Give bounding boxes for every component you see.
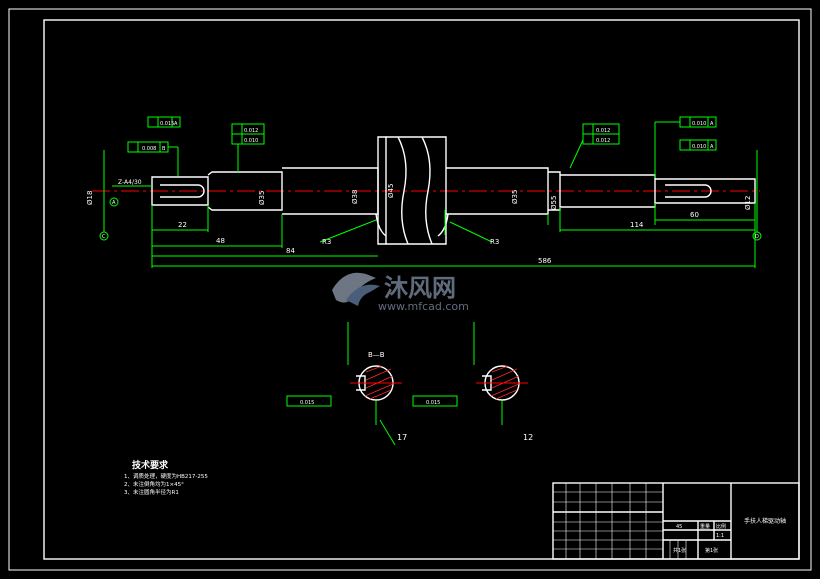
dim-114: 114 <box>630 221 644 229</box>
svg-text:0.010: 0.010 <box>244 138 258 144</box>
notes-line-3: 3、未注圆角半径为R1 <box>124 488 179 496</box>
gdt-frame-4: 0.012 0.012 <box>569 123 620 169</box>
gdt-frame-2: 0.008 B <box>127 141 179 176</box>
title-ratio: 比例 <box>716 523 726 530</box>
dimension-lines <box>152 219 755 267</box>
dim-84: 84 <box>286 247 295 255</box>
extension-lines <box>151 203 756 268</box>
sec-dim-2: 12 <box>523 433 533 442</box>
svg-text:B—B: B—B <box>368 351 385 359</box>
dim-d3: Ø38 <box>351 190 359 204</box>
dim-r1: R3 <box>322 238 331 246</box>
dim-60: 60 <box>690 211 699 219</box>
section-view-2: 0.015 12 <box>412 322 533 442</box>
svg-text:0.008: 0.008 <box>142 146 156 152</box>
svg-text:0.012: 0.012 <box>596 128 610 134</box>
notes-line-1: 1、调质处理，硬度为HB217-255 <box>124 472 208 480</box>
technical-notes: 技术要求 1、调质处理，硬度为HB217-255 2、未注倒角均为1×45° 3… <box>124 459 208 496</box>
outer-border <box>8 8 812 571</box>
svg-text:0.010: 0.010 <box>692 121 706 127</box>
svg-text:C: C <box>102 234 106 240</box>
gdt-frame-6: 0.010 A <box>679 139 717 151</box>
dim-22: 22 <box>178 221 187 229</box>
dim-48: 48 <box>216 237 225 245</box>
datum-symbols: A C D <box>99 150 762 241</box>
shaft-view <box>92 136 760 245</box>
sec-dim-1: 17 <box>397 433 407 442</box>
dim-r2: R3 <box>490 238 499 246</box>
svg-text:A: A <box>710 144 714 150</box>
gdt-frame-1: 0.015 A <box>147 116 181 128</box>
svg-text:沐风网: 沐风网 <box>384 274 456 302</box>
dim-d7: Ø12 <box>744 196 752 210</box>
dim-d4: Ø45 <box>387 184 395 198</box>
dim-586: 586 <box>538 257 552 265</box>
svg-text:0.010: 0.010 <box>692 144 706 150</box>
dim-d1: Ø18 <box>86 191 94 205</box>
svg-text:0.015: 0.015 <box>160 121 174 127</box>
notes-heading: 技术要求 <box>132 459 169 471</box>
notes-line-2: 2、未注倒角均为1×45° <box>124 480 184 488</box>
title-material: 45 <box>676 524 682 530</box>
svg-text:A: A <box>174 121 178 127</box>
svg-text:0.012: 0.012 <box>596 138 610 144</box>
svg-text:0.012: 0.012 <box>244 128 258 134</box>
section-view-1: B—B 0.015 17 <box>286 322 407 446</box>
title-sheet: 第1张 <box>705 547 718 554</box>
title-weight: 重量 <box>700 523 710 530</box>
svg-text:0.015: 0.015 <box>426 400 440 406</box>
svg-text:www.mfcad.com: www.mfcad.com <box>378 300 469 313</box>
dim-d2: Ø35 <box>258 191 266 205</box>
part-name: 手扶人梯驱动轴 <box>744 517 786 525</box>
title-total: 共1张 <box>673 547 686 554</box>
svg-text:B: B <box>162 146 166 152</box>
dim-d5: Ø35 <box>511 190 519 204</box>
dim-d6: Ø55 <box>550 196 558 210</box>
key-label: Z-A4/30 <box>118 179 142 186</box>
inner-border <box>43 19 800 560</box>
svg-text:0.015: 0.015 <box>300 400 314 406</box>
svg-text:A: A <box>112 200 116 206</box>
title-scale: 1:1 <box>716 533 724 539</box>
gdt-frame-3: 0.012 0.010 <box>231 123 265 172</box>
gdt-frame-5: 0.010 A <box>654 116 717 178</box>
svg-text:D: D <box>755 234 759 240</box>
title-block: 手扶人梯驱动轴 重量 比例 1:1 45 共1张 第1张 <box>552 482 800 560</box>
watermark: 沐风网 www.mfcad.com <box>332 272 469 313</box>
svg-text:A: A <box>710 121 714 127</box>
